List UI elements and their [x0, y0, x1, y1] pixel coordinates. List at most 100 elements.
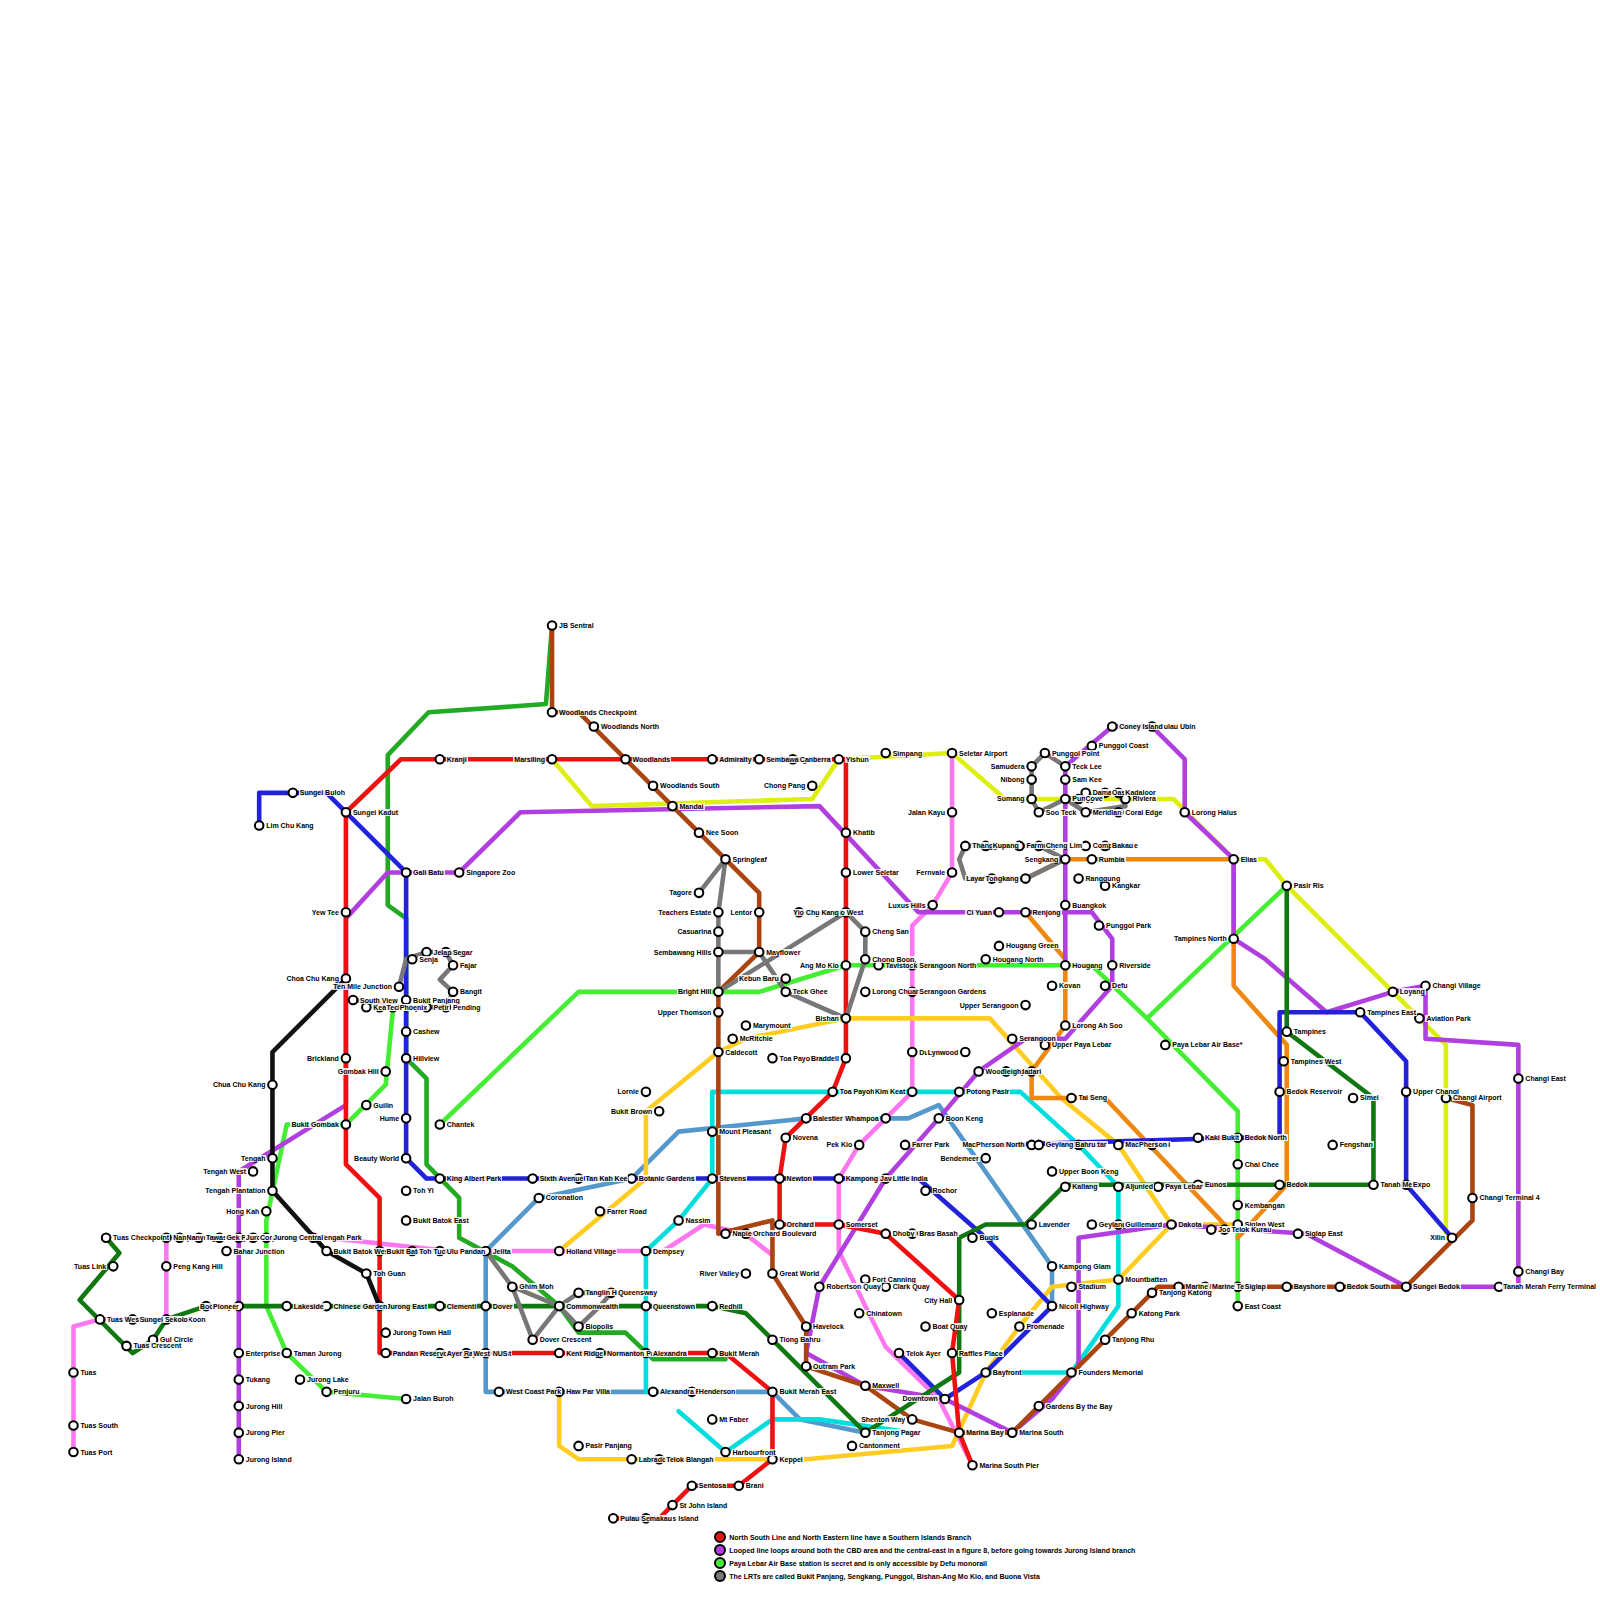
station-name: Somerset	[845, 1221, 879, 1228]
station-marker	[1279, 1057, 1288, 1066]
station-marker	[642, 1247, 651, 1256]
station-name: Tagore	[668, 889, 693, 896]
station-marker	[1167, 1220, 1176, 1229]
station-marker	[395, 982, 404, 991]
station-name: Havelock	[812, 1323, 845, 1330]
station-name: Kupang	[992, 842, 1020, 849]
station-marker	[402, 1395, 411, 1404]
station-marker	[802, 1114, 811, 1123]
station-marker	[222, 1247, 231, 1256]
station-marker	[728, 1034, 737, 1043]
station-marker	[349, 996, 358, 1005]
station-name: Harbourfront	[732, 1449, 777, 1456]
station-name: Bendemeer	[940, 1155, 980, 1162]
station-name: Kebun Baru	[738, 975, 780, 982]
station-marker	[508, 1282, 517, 1291]
station-name: Tuas Checkpoint	[112, 1234, 170, 1241]
station-name: Fort Canning	[871, 1276, 917, 1283]
station-name: Loyang	[1399, 988, 1426, 995]
station-marker	[268, 1154, 277, 1163]
station-marker	[848, 1442, 857, 1451]
station-name: Upper Paya Lebar	[1051, 1041, 1113, 1048]
station-name: Marymount	[752, 1022, 792, 1029]
station-marker	[1114, 1275, 1123, 1284]
station-marker	[1161, 1041, 1170, 1050]
station-name: Woodlands	[632, 756, 672, 763]
station-name: Teachers Estate	[657, 909, 712, 916]
station-name: Buangkok	[1071, 902, 1107, 909]
station-marker	[1448, 1233, 1457, 1242]
station-marker	[1101, 881, 1110, 890]
station-name: Tengah Park	[319, 1234, 363, 1241]
station-marker	[402, 1154, 411, 1163]
station-marker	[69, 1448, 78, 1457]
station-marker	[948, 1349, 957, 1358]
station-name: Pasir Panjang	[585, 1442, 633, 1449]
station-marker	[627, 1174, 636, 1183]
station-name: Tuas Port	[79, 1449, 113, 1456]
station-marker	[802, 1362, 811, 1371]
station-marker	[402, 1114, 411, 1123]
station-name: Dempsey	[652, 1248, 685, 1255]
station-marker	[1027, 762, 1036, 771]
station-marker	[282, 1349, 291, 1358]
station-name: Lorong Chuan	[871, 988, 921, 995]
station-name: Lim Chu Kang	[265, 822, 314, 829]
station-name: Tanah Merah Ferry Terminal	[1502, 1283, 1597, 1290]
station-name: Outram Park	[812, 1363, 856, 1370]
station-name: Tongkang	[985, 875, 1020, 882]
station-marker	[968, 1233, 977, 1242]
station-name: Pulau Ubin	[1158, 723, 1197, 730]
station-marker	[768, 1054, 777, 1063]
station-marker	[342, 974, 351, 983]
station-marker	[1061, 1021, 1070, 1030]
station-name: Mt Faber	[718, 1416, 749, 1423]
station-marker	[1034, 1402, 1043, 1411]
station-marker	[1356, 1008, 1365, 1017]
station-name: Orchard Boulevard	[752, 1230, 817, 1237]
station-name: Henderson	[698, 1388, 737, 1395]
station-marker	[1514, 1267, 1523, 1276]
station-marker	[881, 749, 890, 758]
station-name: Fajar	[459, 962, 478, 969]
station-marker	[362, 1269, 371, 1278]
station-name: Haw Par Villa	[565, 1388, 611, 1395]
station-marker	[621, 755, 630, 764]
metro-line	[346, 759, 973, 1518]
station-name: Hougang North	[992, 956, 1045, 963]
station-name: Coney Island	[1118, 723, 1164, 730]
station-name: Chinatown	[865, 1310, 903, 1317]
station-marker	[1114, 1182, 1123, 1191]
station-name: Bright Hill	[677, 988, 712, 995]
station-name: Bukit Merah East	[778, 1388, 837, 1395]
metro-line	[73, 1224, 772, 1452]
station-marker	[109, 1262, 118, 1271]
station-marker	[528, 1336, 537, 1345]
station-name: Peng Kang Hill	[172, 1263, 223, 1270]
station-marker	[1114, 1141, 1123, 1150]
station-name: Raffles Place	[958, 1350, 1004, 1357]
station-name: Bakau	[1111, 842, 1134, 849]
station-marker	[1275, 1180, 1284, 1189]
station-name: Pasir Ris	[1293, 882, 1325, 889]
station-marker	[122, 1342, 131, 1351]
station-marker	[995, 942, 1004, 951]
station-marker	[1015, 1322, 1024, 1331]
station-marker	[695, 828, 704, 837]
legend-text: Looped line loops around both the CBD ar…	[729, 1547, 1135, 1554]
station-marker	[1061, 961, 1070, 970]
station-name: Nibong	[1000, 776, 1026, 783]
station-marker	[815, 1282, 824, 1291]
station-name: McRitchie	[739, 1035, 774, 1042]
station-marker	[102, 1233, 111, 1242]
station-marker	[742, 1021, 751, 1030]
station-name: Bishan	[815, 1015, 840, 1022]
station-marker	[402, 1187, 411, 1196]
station-name: Tampines North	[1173, 935, 1228, 942]
station-name: Khatib	[852, 829, 876, 836]
station-name: Punggol Coast	[1098, 742, 1149, 749]
station-name: Woodlands Checkpoint	[558, 709, 638, 716]
station-marker	[768, 1388, 777, 1397]
station-marker	[69, 1421, 78, 1430]
station-marker	[548, 755, 557, 764]
